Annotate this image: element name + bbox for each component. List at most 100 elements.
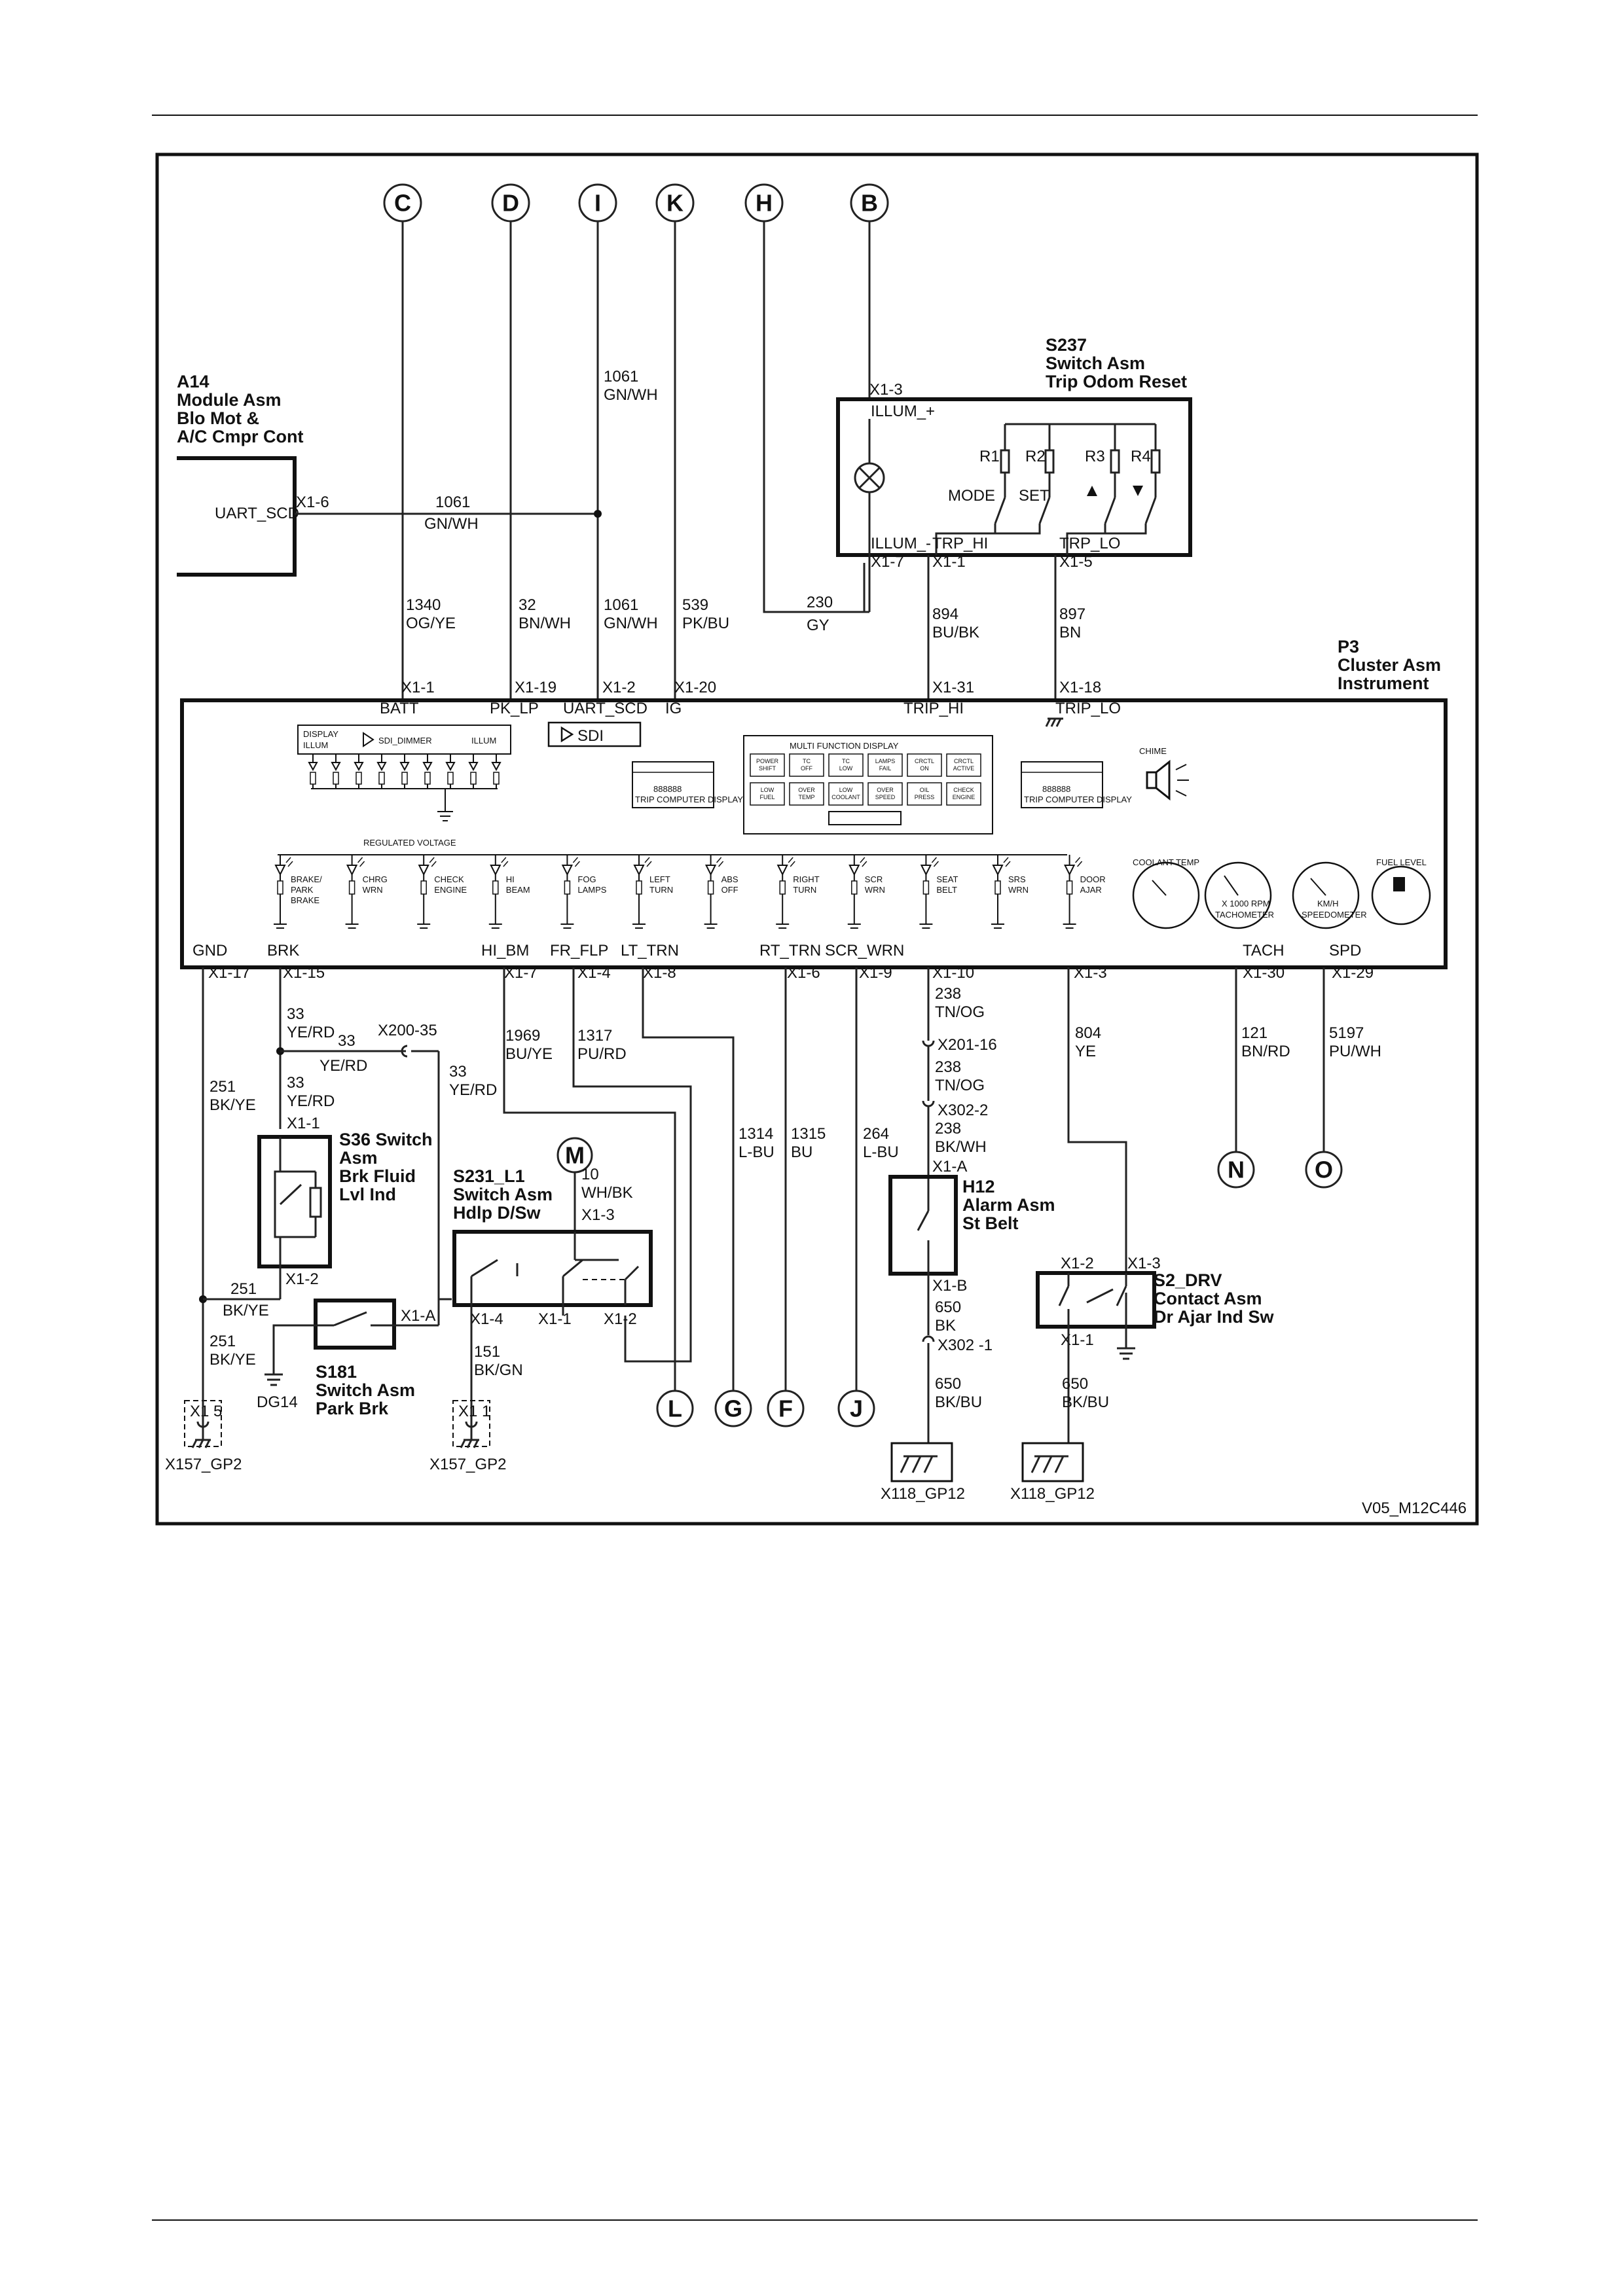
svg-text:LEFT: LEFT <box>649 874 670 884</box>
svg-text:897: 897 <box>1059 605 1085 623</box>
h12-seat-belt-alarm-box <box>888 1175 958 1276</box>
svg-text:L-BU: L-BU <box>863 1143 899 1161</box>
svg-text:33: 33 <box>287 1074 304 1092</box>
connector-j: J <box>837 1390 875 1427</box>
svg-text:BK/GN: BK/GN <box>474 1361 523 1379</box>
svg-text:K: K <box>666 190 684 217</box>
svg-text:POWER: POWER <box>756 758 779 764</box>
svg-text:Switch Asm: Switch Asm <box>453 1185 553 1204</box>
svg-text:R2: R2 <box>1025 448 1046 465</box>
svg-text:SPD: SPD <box>1329 942 1361 960</box>
svg-text:IG: IG <box>665 700 682 717</box>
svg-text:X1-2: X1-2 <box>602 679 636 696</box>
svg-text:J: J <box>850 1395 863 1422</box>
svg-text:WH/BK: WH/BK <box>581 1184 633 1202</box>
svg-text:BRAKE: BRAKE <box>291 895 319 905</box>
svg-text:MULTI FUNCTION DISPLAY: MULTI FUNCTION DISPLAY <box>790 741 899 751</box>
trip-computer-display-right: 888888 TRIP COMPUTER DISPLAY <box>1021 761 1132 808</box>
svg-text:ON: ON <box>920 765 929 772</box>
svg-text:Blo Mot &: Blo Mot & <box>177 408 259 428</box>
connector-h: H <box>744 183 784 223</box>
svg-text:1061: 1061 <box>604 368 638 386</box>
svg-text:804: 804 <box>1075 1024 1101 1042</box>
svg-text:X1-31: X1-31 <box>932 679 974 696</box>
svg-text:WRN: WRN <box>865 885 885 895</box>
a14-module-box <box>177 456 297 577</box>
svg-text:X1-4: X1-4 <box>577 964 611 982</box>
svg-text:YE: YE <box>1075 1043 1096 1060</box>
svg-text:TEMP: TEMP <box>798 794 814 800</box>
svg-text:X1 5: X1 5 <box>190 1403 222 1420</box>
connector-n: N <box>1217 1151 1255 1189</box>
svg-text:BEAM: BEAM <box>506 885 530 895</box>
svg-text:X1-2: X1-2 <box>604 1310 637 1328</box>
svg-text:DG14: DG14 <box>257 1393 298 1411</box>
svg-text:1315: 1315 <box>791 1125 826 1143</box>
svg-text:RIGHT: RIGHT <box>793 874 820 884</box>
svg-text:ABS: ABS <box>721 874 739 884</box>
svg-text:A14: A14 <box>177 372 210 391</box>
svg-text:I: I <box>594 190 601 217</box>
svg-text:UART_SCD: UART_SCD <box>563 700 647 717</box>
svg-text:X118_GP12: X118_GP12 <box>881 1485 965 1503</box>
svg-text:650: 650 <box>1062 1375 1088 1393</box>
svg-text:X1-7: X1-7 <box>871 553 904 571</box>
svg-text:BK/BU: BK/BU <box>1062 1393 1109 1411</box>
svg-text:BK/WH: BK/WH <box>935 1138 987 1156</box>
svg-text:SDI_DIMMER: SDI_DIMMER <box>378 736 432 745</box>
svg-text:WRN: WRN <box>1008 885 1029 895</box>
svg-text:BK: BK <box>935 1317 956 1335</box>
svg-text:X 1000 RPM: X 1000 RPM <box>1222 899 1270 908</box>
svg-text:TRIP COMPUTER DISPLAY: TRIP COMPUTER DISPLAY <box>635 795 743 804</box>
connector-f: F <box>767 1390 805 1427</box>
svg-text:R1: R1 <box>979 448 1000 465</box>
svg-text:C: C <box>394 190 411 217</box>
svg-text:650: 650 <box>935 1375 961 1393</box>
svg-text:X1-7: X1-7 <box>504 964 538 982</box>
svg-text:SHIFT: SHIFT <box>759 765 776 772</box>
svg-text:D: D <box>502 190 519 217</box>
svg-text:BN: BN <box>1059 624 1081 641</box>
svg-text:ILLUM_+: ILLUM_+ <box>871 403 935 420</box>
svg-text:F: F <box>778 1395 793 1422</box>
diagram-id: V05_M12C446 <box>1362 1499 1467 1517</box>
svg-text:X1-2: X1-2 <box>1061 1255 1094 1272</box>
led-icon <box>354 754 364 789</box>
svg-text:Park Brk: Park Brk <box>316 1399 389 1418</box>
svg-text:PRESS: PRESS <box>915 794 935 800</box>
svg-text:X1-30: X1-30 <box>1243 964 1285 982</box>
svg-text:X118_GP12: X118_GP12 <box>1010 1485 1095 1503</box>
svg-text:X1-3: X1-3 <box>1127 1255 1161 1272</box>
svg-text:Trip Odom Reset: Trip Odom Reset <box>1046 372 1187 391</box>
svg-text:BU: BU <box>791 1143 812 1161</box>
svg-text:X1 1: X1 1 <box>458 1403 490 1420</box>
wire-804 <box>1067 967 1127 1273</box>
svg-text:DOOR: DOOR <box>1080 874 1106 884</box>
svg-text:X1-29: X1-29 <box>1332 964 1374 982</box>
svg-text:BK/YE: BK/YE <box>210 1096 256 1114</box>
ground-x157-gp2-left: X1 5 X157_GP2 <box>165 1394 242 1473</box>
svg-text:X1-1: X1-1 <box>401 679 435 696</box>
svg-text:Switch Asm: Switch Asm <box>316 1380 415 1400</box>
s2-door-ajar-switch-box <box>1036 1271 1156 1329</box>
p3-cluster-box <box>180 698 1448 969</box>
svg-text:X1-1: X1-1 <box>538 1310 572 1328</box>
svg-text:5197: 5197 <box>1329 1024 1364 1042</box>
led-icon <box>308 754 318 789</box>
svg-text:FAIL: FAIL <box>879 765 892 772</box>
svg-text:WRN: WRN <box>363 885 383 895</box>
svg-text:TC: TC <box>803 758 811 764</box>
led-icon <box>399 754 410 789</box>
svg-text:R3: R3 <box>1085 448 1105 465</box>
svg-text:Cluster Asm: Cluster Asm <box>1338 655 1441 675</box>
